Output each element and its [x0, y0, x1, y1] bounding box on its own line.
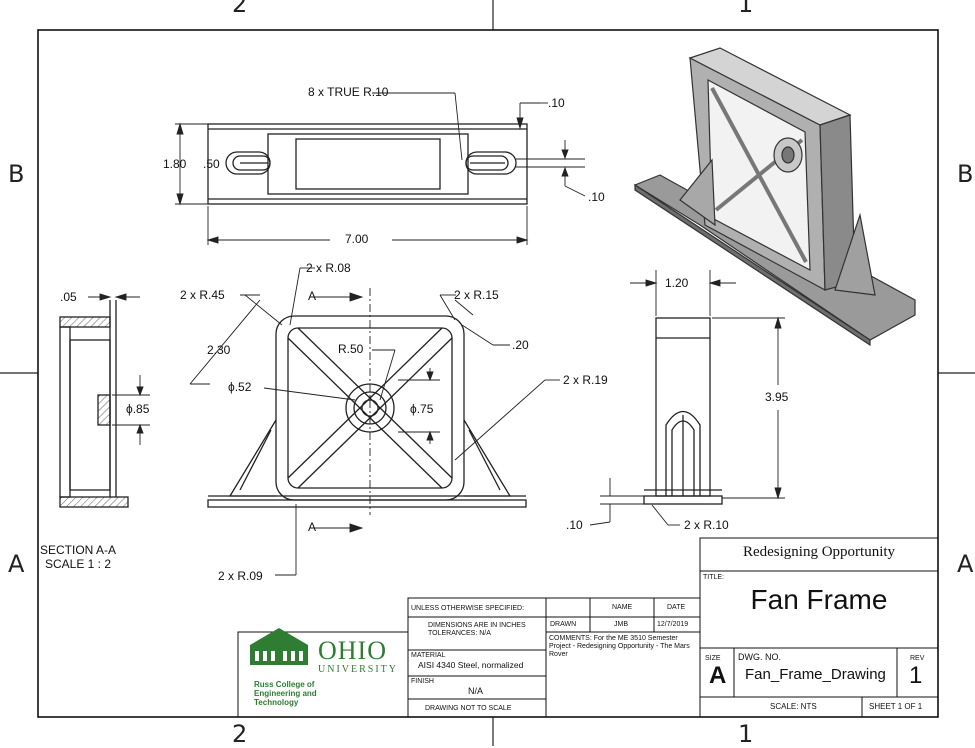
dim-phi75: ϕ.75	[410, 402, 434, 416]
finish-value: N/A	[468, 686, 484, 696]
top-view	[207, 123, 528, 205]
drawn-name: JMB	[614, 621, 628, 628]
college-name: Russ College of Engineering and Technolo…	[254, 680, 317, 707]
dim-r45: 2 x R.45	[180, 288, 225, 302]
rev-label: REV	[910, 655, 925, 662]
tolerances: TOLERANCES: N/A	[428, 630, 491, 637]
material-label: MATERIAL	[411, 652, 446, 659]
side-view-dimensions	[589, 270, 785, 526]
title-block-grid	[237, 537, 939, 718]
top-view-dimensions	[175, 92, 586, 245]
zone-bottom-2: 2	[232, 720, 248, 748]
title-label: TITLE:	[703, 574, 725, 581]
finish-label: FINISH	[411, 678, 434, 685]
dim-r09: 2 x R.09	[218, 569, 263, 583]
drawn-label: DRAWN	[550, 621, 577, 628]
dim-20: .20	[512, 338, 529, 352]
dim-top-10: .10	[548, 96, 565, 110]
unless-specified: UNLESS OTHERWISE SPECIFIED:	[411, 605, 525, 612]
company-name: Redesigning Opportunity	[742, 544, 896, 560]
logo-sub: UNIVERSITY	[318, 664, 398, 675]
front-view	[207, 315, 527, 508]
scale-text: SCALE: NTS	[770, 702, 817, 711]
name-header: NAME	[612, 604, 633, 611]
isometric-view	[633, 47, 916, 347]
zone-left-a: A	[8, 550, 25, 578]
ohio-logo: OHIO UNIVERSITY	[318, 636, 398, 676]
zone-bottom-1: 1	[738, 720, 754, 748]
dims-in-inches: DIMENSIONS ARE IN INCHES	[428, 622, 526, 629]
date-header: DATE	[667, 604, 686, 611]
size-value: A	[709, 662, 727, 689]
college-line3: Technology	[254, 698, 299, 707]
size-label: SIZE	[705, 655, 721, 662]
zone-top-1: 1	[738, 0, 754, 18]
dim-bottom-10: .10	[566, 518, 583, 532]
dim-right-10: .10	[588, 190, 605, 204]
drawn-date: 12/7/2019	[657, 621, 689, 628]
dim-phi85: ϕ.85	[126, 402, 150, 416]
sheet-text: SHEET 1 OF 1	[869, 702, 923, 711]
side-view	[643, 317, 723, 505]
rev-value: 1	[909, 662, 923, 689]
section-view	[59, 300, 129, 508]
not-to-scale: DRAWING NOT TO SCALE	[425, 705, 512, 712]
section-label-line2: SCALE 1 : 2	[44, 557, 112, 571]
zone-left-b: B	[8, 160, 25, 188]
dim-width: 7.00	[345, 232, 369, 246]
dim-120: 1.20	[665, 276, 689, 290]
dim-r19: 2 x R.19	[563, 373, 608, 387]
college-line1: Russ College of	[254, 680, 315, 689]
zone-top-2: 2	[232, 0, 248, 18]
dim-phi52: ϕ.52	[228, 380, 252, 394]
dwg-number: Fan_Frame_Drawing	[745, 666, 886, 683]
logo-name: OHIO	[318, 636, 387, 665]
front-view-dimensions	[189, 267, 560, 576]
zone-right-b: B	[957, 160, 974, 188]
dim-05: .05	[60, 290, 77, 304]
dim-r10: 2 x R.10	[684, 518, 729, 532]
dim-height: 1.80	[163, 157, 187, 171]
dim-r15: 2 x R.15	[454, 288, 499, 302]
comments: COMMENTS: For the ME 3510 Semester Proje…	[549, 635, 690, 658]
section-arrow-top: A	[308, 289, 317, 303]
material-value: AISI 4340 Steel, normalized	[418, 660, 524, 670]
college-line2: Engineering and	[254, 689, 317, 698]
section-dimensions	[88, 293, 150, 445]
section-arrow-bottom: A	[308, 520, 317, 534]
section-label: SECTION A-A SCALE 1 : 2	[40, 543, 116, 571]
zone-right-a: A	[957, 550, 974, 578]
ohio-logo-icon	[250, 628, 308, 665]
section-label-line1: SECTION A-A	[40, 543, 117, 557]
dwg-label: DWG. NO.	[738, 652, 781, 662]
dim-true-radius: 8 x TRUE R.10	[308, 85, 389, 99]
dim-230: 2.30	[207, 343, 231, 357]
drawing-title: Fan Frame	[750, 584, 888, 615]
dim-r50: R.50	[338, 342, 364, 356]
dim-r08: 2 x R.08	[306, 261, 351, 275]
dim-50: .50	[203, 157, 220, 171]
dim-395: 3.95	[765, 390, 789, 404]
